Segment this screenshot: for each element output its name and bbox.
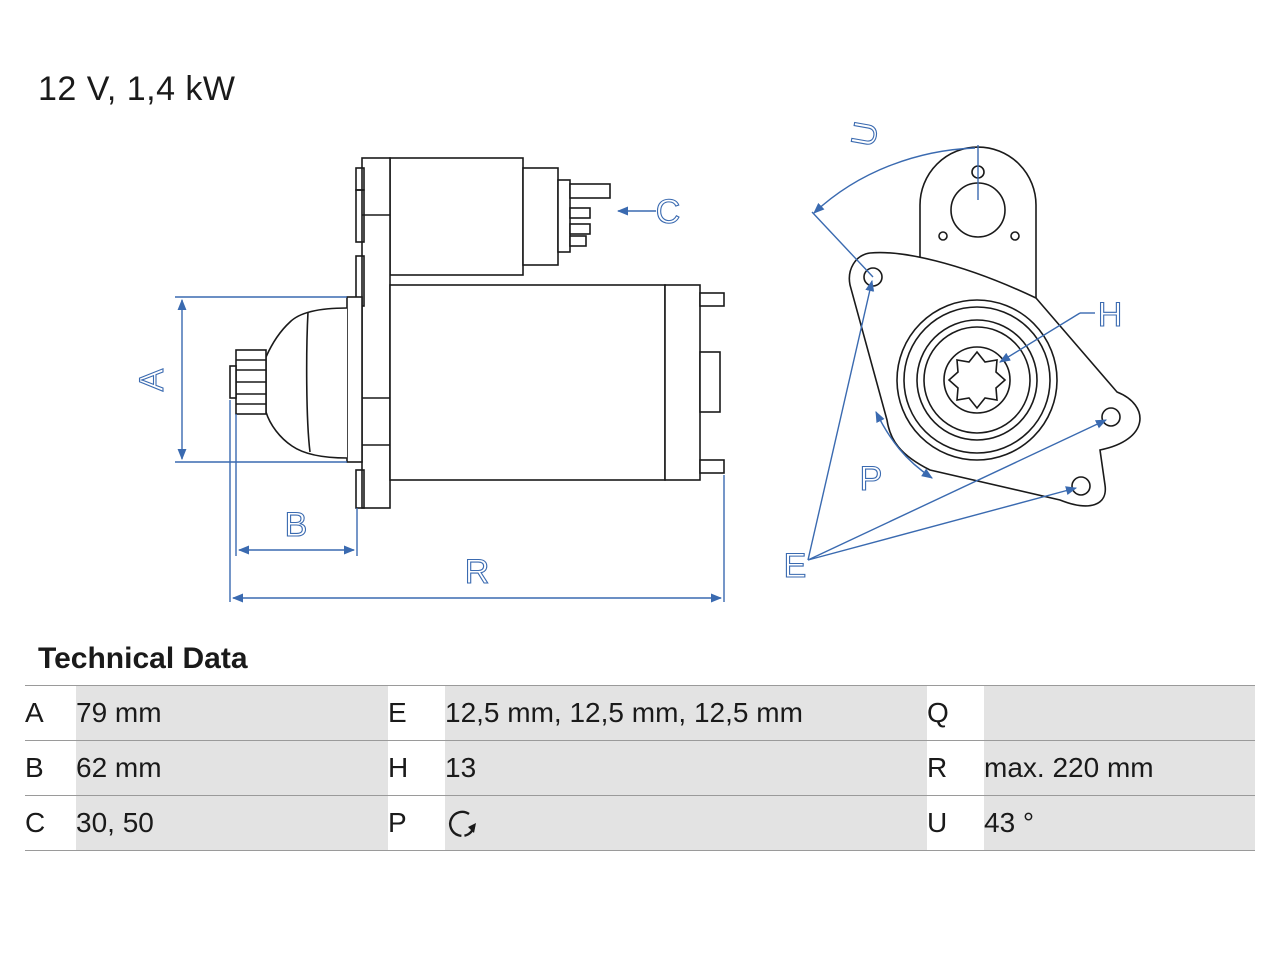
table-row: C 30, 50 P U 43 °: [25, 795, 1255, 851]
spec-key-p: P: [388, 795, 445, 851]
terminal-50-a: [569, 207, 591, 219]
terminal-30: [569, 183, 611, 199]
dimension-label-b: B: [285, 506, 308, 544]
dimension-label-e: E: [784, 547, 807, 585]
technical-data-table: A 79 mm E 12,5 mm, 12,5 mm, 12,5 mm Q B …: [25, 685, 1255, 851]
spec-value-b: 62 mm: [76, 740, 388, 796]
dimension-label-h: H: [1098, 296, 1123, 334]
solenoid-end: [557, 179, 571, 253]
spec-value-c: 30, 50: [76, 795, 388, 851]
front-view-annotations: [807, 145, 1108, 561]
solenoid-body: [389, 157, 524, 276]
solenoid-cap: [522, 167, 559, 266]
spec-key-a: A: [25, 685, 76, 741]
spec-value-e: 12,5 mm, 12,5 mm, 12,5 mm: [445, 685, 927, 741]
spec-key-q: Q: [927, 685, 984, 741]
spec-value-r: max. 220 mm: [984, 740, 1255, 796]
dimension-label-u: U: [844, 119, 886, 150]
bolt-hole-bottom: [1071, 476, 1091, 496]
commutator-end-cap: [664, 284, 701, 481]
table-row: A 79 mm E 12,5 mm, 12,5 mm, 12,5 mm Q: [25, 685, 1255, 741]
starter-motor-technical-drawing: A B R C U: [132, 118, 1141, 603]
clockwise-rotation-icon: [449, 810, 476, 838]
spec-value-p: [445, 795, 927, 851]
side-view: [229, 157, 725, 509]
front-view: [848, 146, 1141, 507]
spec-key-h: H: [388, 740, 445, 796]
motor-yoke: [389, 284, 666, 481]
dimension-lines: [175, 206, 725, 603]
spec-value-h: 13: [445, 740, 927, 796]
drive-flange-plate: [346, 296, 363, 463]
spec-key-e: E: [388, 685, 445, 741]
dimension-label-c: C: [656, 193, 681, 231]
dimension-label-a: A: [133, 368, 171, 391]
table-row: B 62 mm H 13 R max. 220 mm: [25, 740, 1255, 796]
mounting-flange: [361, 157, 391, 509]
terminal-50-b: [569, 223, 591, 235]
technical-data-title: Technical Data: [38, 642, 248, 675]
spec-key-c: C: [25, 795, 76, 851]
spec-value-q: [984, 685, 1255, 741]
pinion-teeth: [947, 350, 1007, 410]
dimension-label-p: P: [860, 460, 883, 498]
spec-value-a: 79 mm: [76, 685, 388, 741]
spec-key-b: B: [25, 740, 76, 796]
spec-key-r: R: [927, 740, 984, 796]
spec-key-u: U: [927, 795, 984, 851]
spec-value-u: 43 °: [984, 795, 1255, 851]
dimension-label-r: R: [465, 553, 490, 591]
product-rating-title: 12 V, 1,4 kW: [38, 70, 236, 108]
bolt-hole-right: [1101, 407, 1121, 427]
